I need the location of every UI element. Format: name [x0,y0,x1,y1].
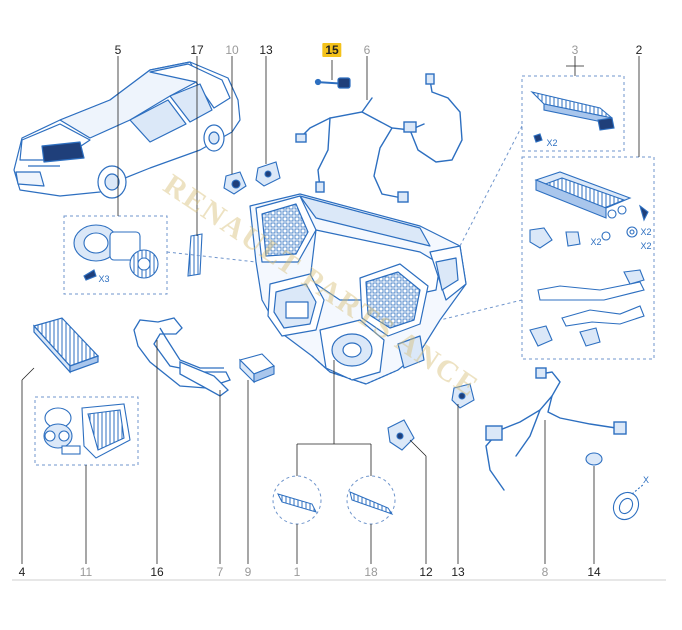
callout-17: 17 [190,43,204,57]
vehicle-illustration [13,61,241,199]
grommet-x [612,483,645,521]
part-15-probe [314,77,351,89]
callout-10: 10 [225,43,239,57]
part-1-detail [272,475,322,525]
part-17-element [187,233,203,277]
callout-18: 18 [364,565,378,579]
part-10-sensor [223,171,247,195]
qty-label-heater-seal: X2 [640,227,652,237]
callout-3: 3 [571,43,579,57]
callout-15[interactable]: 15 [322,43,342,57]
callout-9: 9 [244,565,252,579]
qty-label-x-mark: X [642,475,650,485]
leader-lines [21,56,640,564]
part-2-group [521,156,655,360]
callout-6: 6 [363,43,371,57]
blower-motor-group [63,215,168,295]
part-16-duct [133,317,231,389]
group-connectors [166,125,523,321]
hvac-assembly [249,193,467,385]
callout-8: 8 [541,565,549,579]
qty-label-bracket-screw: X2 [546,138,558,148]
qty-label-blower-screws: X3 [98,274,110,284]
callout-13-top: 13 [259,43,273,57]
part-8-harness [485,367,627,491]
part-14-plug [585,452,603,466]
callout-14: 14 [587,565,601,579]
callout-12: 12 [419,565,433,579]
cabin-filter [32,317,100,374]
filter-housing-group [34,396,139,466]
callout-13-bottom: 13 [451,565,465,579]
callout-7: 7 [216,565,224,579]
part-3-group [521,75,625,152]
part-9-block [238,353,275,384]
part-13-actuator-top [255,161,281,187]
part-6-harness [295,73,463,203]
callout-4: 4 [18,565,26,579]
part-13-actuator-bottom [451,383,475,409]
callout-16: 16 [150,565,164,579]
part-12-actuator [387,419,415,451]
callout-1: 1 [293,565,301,579]
callout-2: 2 [635,43,643,57]
part-18-detail [346,475,396,525]
callout-5: 5 [114,43,122,57]
qty-label-heater-grommet: X2 [640,241,652,251]
callout-11: 11 [79,565,93,579]
qty-label-heater-clips: X2 [590,237,602,247]
